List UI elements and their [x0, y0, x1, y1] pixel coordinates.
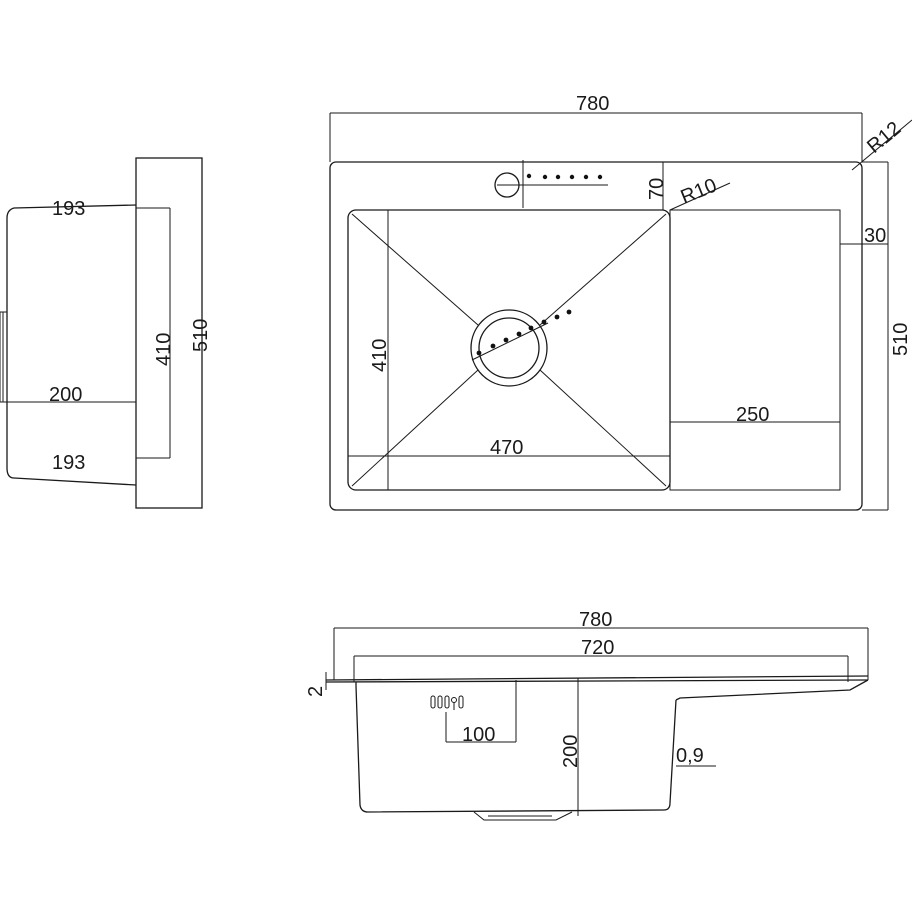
side-view-bowl-profile	[6, 204, 137, 486]
front-view-dim-780: 780	[579, 609, 612, 631]
front-view-rim-bottom	[325, 679, 869, 683]
top-view-drainboard	[669, 209, 841, 491]
front-view-dim-100: 100	[462, 724, 495, 746]
top-view-dim-470: 470	[490, 437, 523, 459]
top-view-bowl-diag-tl	[351, 213, 479, 326]
top-view-drain-axis	[471, 322, 549, 361]
side-view-dim-193-top: 193	[52, 198, 85, 220]
top-view-r10-leader	[669, 182, 731, 211]
top-view-bowl-diag-br	[539, 369, 667, 487]
top-view-sink-outline	[329, 161, 863, 511]
top-view-dim-780: 780	[576, 93, 609, 115]
front-view: 780 720 2 100	[305, 609, 869, 821]
top-view-bowl-diag-tr	[539, 213, 667, 326]
top-view-dim-250: 250	[736, 404, 769, 426]
front-view-dim-2: 2	[305, 686, 327, 697]
top-view-dim-70: 70	[646, 178, 668, 200]
front-view-bowl-profile	[355, 682, 677, 813]
top-view-drain-outer	[470, 309, 548, 387]
top-view-dim-r12: R12	[863, 117, 905, 157]
front-view-drain	[473, 811, 573, 821]
side-view-dim-510: 510	[190, 319, 212, 352]
top-view-drain-inner	[478, 317, 540, 379]
front-view-rim-top	[325, 675, 869, 681]
front-view-drainboard-slope	[675, 679, 869, 701]
top-view-dim-510: 510	[890, 323, 912, 356]
top-view-dim-30: 30	[864, 225, 886, 247]
front-view-dim-200: 200	[560, 735, 582, 768]
top-view-dim-r10: R10	[678, 174, 720, 208]
side-view: 193 200 193 410 510	[0, 157, 212, 509]
front-view-dim-09: 0,9	[676, 745, 704, 767]
top-view: 780 R12 510 70	[329, 93, 912, 511]
top-view-bowl-diag-bl	[351, 369, 479, 487]
top-view-dim-410: 410	[369, 339, 391, 372]
front-view-overflow-slots	[430, 695, 464, 710]
side-view-dim-193-bottom: 193	[52, 452, 85, 474]
front-view-dim-720: 720	[581, 637, 614, 659]
top-view-control-dots	[526, 173, 603, 180]
side-view-dim-410: 410	[153, 333, 175, 366]
side-view-dim-200: 200	[49, 384, 82, 406]
top-view-drain-dots	[476, 309, 572, 356]
